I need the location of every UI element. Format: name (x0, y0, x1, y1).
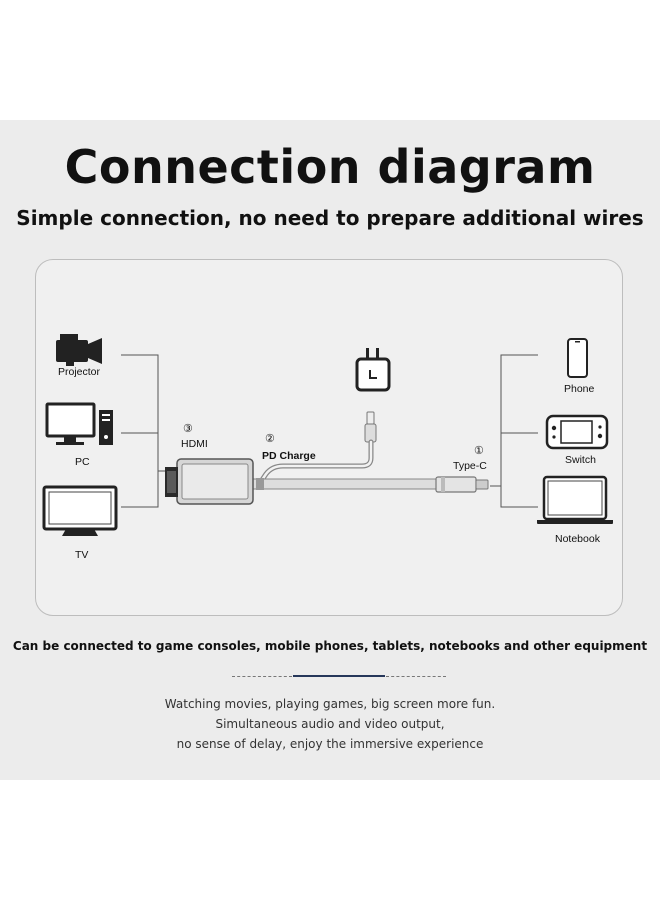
power-adapter-icon (355, 348, 391, 392)
tv-icon (42, 485, 118, 536)
diagram-card (35, 259, 623, 616)
page-title: Connection diagram (64, 140, 596, 194)
description-line-2: Simultaneous audio and video output, (215, 717, 445, 731)
game-console-icon (545, 414, 609, 450)
port-label-pd: PD Charge (262, 450, 316, 462)
separator-right (386, 676, 446, 677)
device-label-phone: Phone (564, 383, 595, 395)
device-label-switch: Switch (565, 454, 596, 466)
port-label-typec: Type-C (453, 460, 487, 472)
desktop-pc-icon (45, 402, 113, 445)
page-subtitle: Simple connection, no need to prepare ad… (16, 206, 644, 230)
phone-icon (567, 338, 588, 378)
port-number-typec: ① (474, 445, 484, 457)
port-label-hdmi: HDMI (181, 438, 208, 450)
device-label-tv: TV (75, 549, 89, 561)
video-camera-icon (56, 334, 102, 366)
port-number-pd: ② (265, 433, 275, 445)
description-line-1: Watching movies, playing games, big scre… (164, 697, 496, 711)
separator-accent (293, 675, 385, 677)
device-label-projector: Projector (58, 366, 101, 378)
device-label-pc: PC (75, 456, 90, 468)
port-number-hdmi: ③ (183, 423, 193, 435)
device-label-notebook: Notebook (555, 533, 600, 545)
laptop-icon (537, 475, 613, 524)
compatibility-caption: Can be connected to game consoles, mobil… (12, 639, 648, 653)
description-line-3: no sense of delay, enjoy the immersive e… (176, 737, 484, 751)
separator-left (232, 676, 292, 677)
